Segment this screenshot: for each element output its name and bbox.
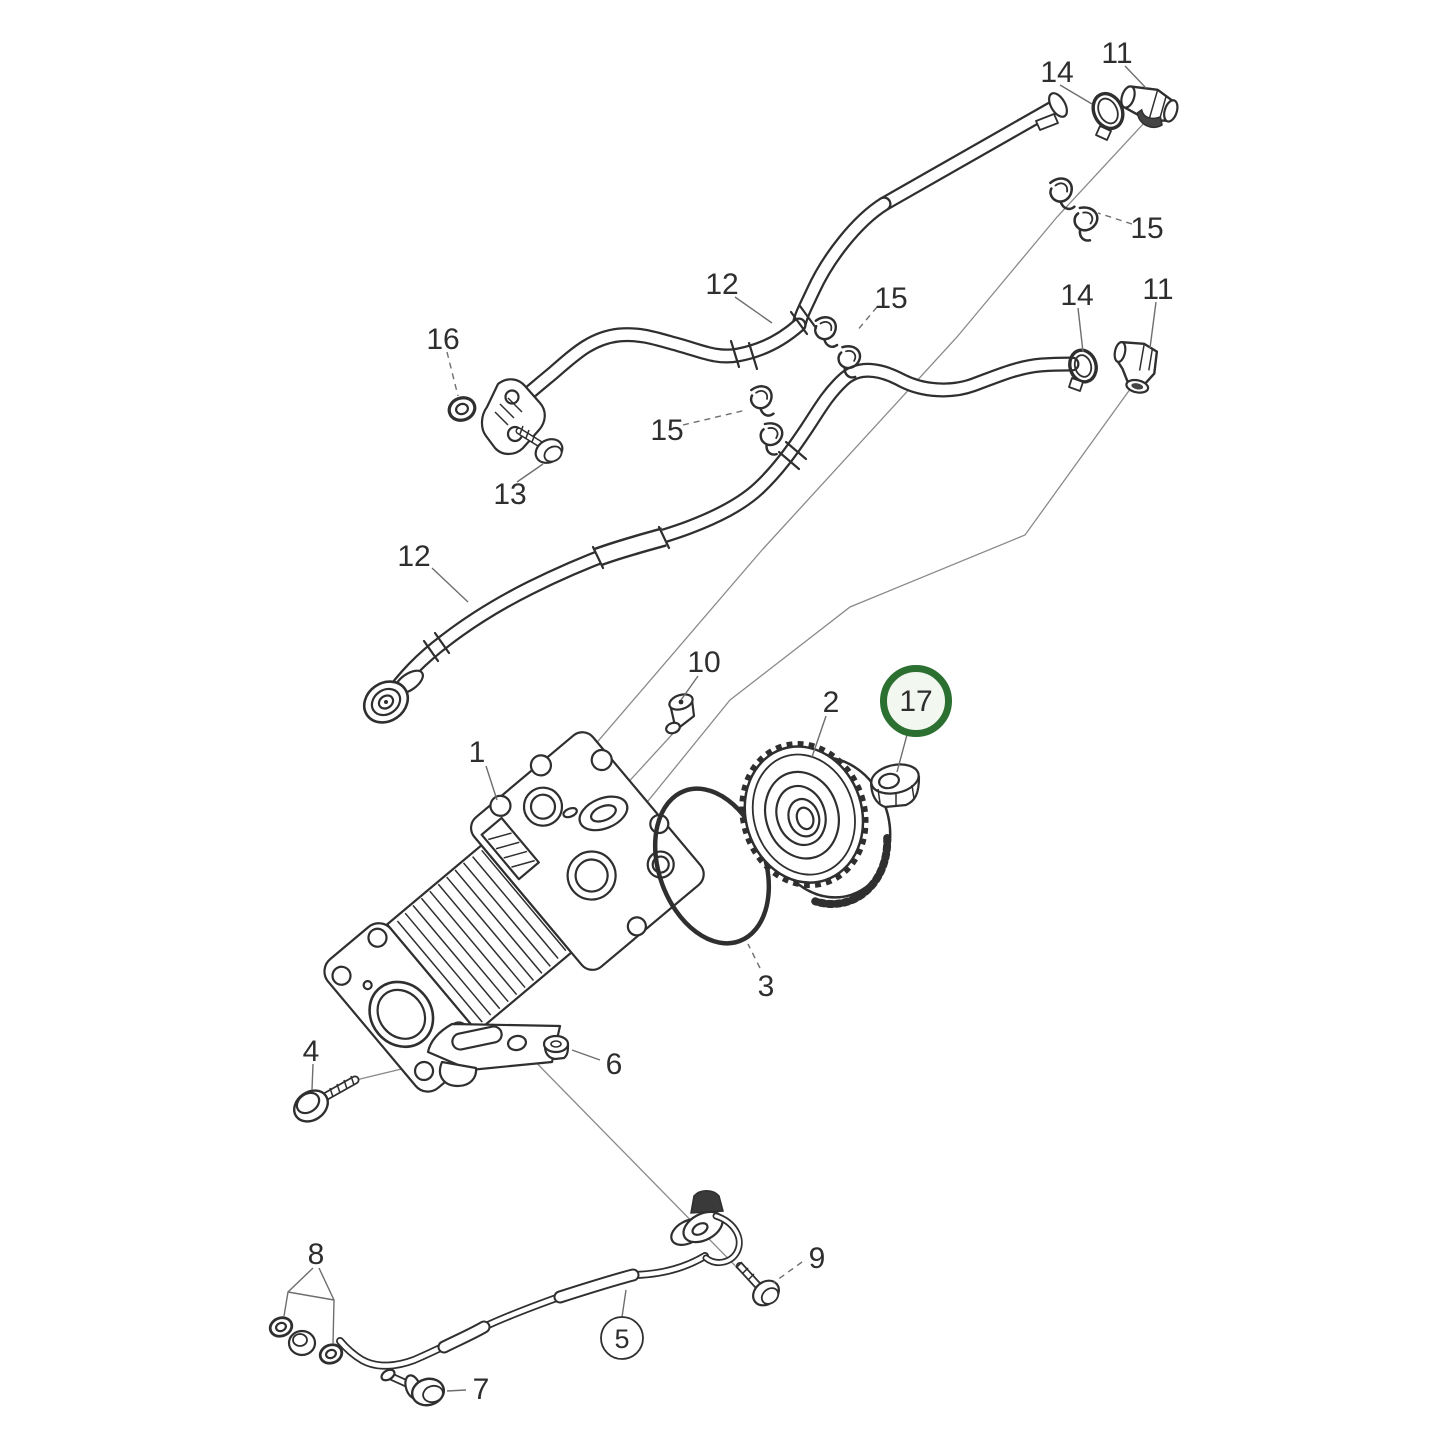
- elbow-fitting-top: [1120, 85, 1179, 129]
- clip-icon: [755, 420, 786, 457]
- hose-collar: [777, 440, 808, 471]
- flange-bolt: [515, 425, 564, 464]
- callout-12-bottom: 12: [397, 540, 430, 573]
- callout-15-b: 15: [874, 282, 907, 315]
- elbow-fitting-right: [1113, 341, 1159, 394]
- clamp-top: [1091, 91, 1125, 141]
- callout-6: 6: [606, 1048, 623, 1081]
- hose-collar: [422, 631, 451, 663]
- hose-collar: [789, 304, 818, 336]
- callout-3: 3: [758, 970, 775, 1003]
- callout-1: 1: [469, 736, 486, 769]
- clamp-right: [1068, 348, 1098, 392]
- quick-connect-end: [362, 669, 424, 724]
- hose-collar: [729, 339, 759, 371]
- drive-gear: [739, 741, 892, 908]
- compressor-bracket: [426, 1022, 562, 1088]
- gear-nut: [869, 763, 921, 809]
- callout-5-circle: [600, 1316, 644, 1360]
- clip-icon: [1047, 175, 1077, 213]
- small-nut: [542, 1034, 570, 1061]
- clip-icon: [1068, 203, 1102, 243]
- pipe-bracket-tab: [1035, 113, 1059, 131]
- banjo-bolt-upper: [735, 1261, 780, 1307]
- pipe-open-end: [1048, 92, 1068, 118]
- oil-line-assembly: [268, 1190, 780, 1407]
- callout-11-right: 11: [1142, 273, 1173, 306]
- callout-16: 16: [426, 323, 459, 356]
- highlight-ring: [880, 665, 952, 737]
- callout-labels: 1 2 3 4 5 6 7 8 9 10 11 11 12 12 13 14 1…: [303, 37, 1174, 1406]
- clip-icon: [748, 383, 776, 419]
- lower-hose-assembly: [362, 356, 1080, 724]
- callout-14-right: 14: [1060, 279, 1093, 312]
- callout-15-a: 15: [1130, 212, 1163, 245]
- banjo-bolt-lower: [380, 1368, 446, 1407]
- callout-9: 9: [809, 1242, 826, 1275]
- callout-4: 4: [303, 1035, 320, 1068]
- banjo-fitting: [670, 1190, 743, 1267]
- callout-8: 8: [308, 1238, 325, 1271]
- washer-set: [268, 1316, 344, 1365]
- plug-fitting: [665, 693, 696, 735]
- callout-17-highlighted: 17: [899, 685, 932, 718]
- callout-15-c: 15: [650, 414, 683, 447]
- callout-2: 2: [823, 686, 840, 719]
- assembly-reference-lines: [355, 121, 1146, 1289]
- callout-7: 7: [473, 1373, 490, 1406]
- clip-icon: [812, 315, 840, 350]
- leader-lines: [283, 65, 1157, 1392]
- upper-hose-assembly: [480, 92, 1068, 456]
- callout-12-top: 12: [705, 268, 738, 301]
- callout-13: 13: [493, 478, 526, 511]
- sealing-washer: [447, 396, 477, 422]
- mount-bolt: [293, 1075, 360, 1123]
- callout-5: 5: [614, 1324, 629, 1354]
- callout-10: 10: [687, 646, 720, 679]
- callout-14-top: 14: [1040, 56, 1073, 89]
- callout-11-top: 11: [1101, 37, 1132, 70]
